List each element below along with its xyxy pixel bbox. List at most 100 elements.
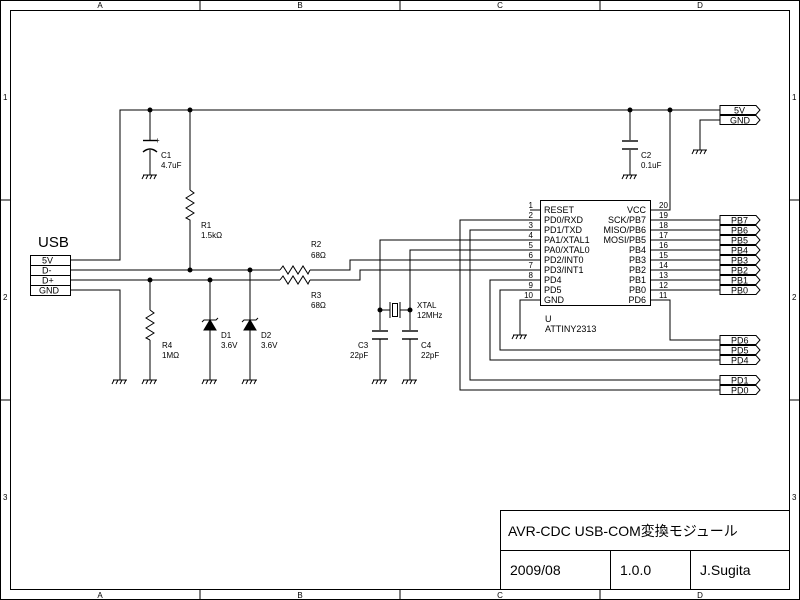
r1-ref: R1 (201, 221, 212, 230)
pin-number: 19 (659, 211, 668, 220)
ground-icon (511, 334, 527, 340)
pd-port-labels: PD6 PD5 PD4 PD1 PD0 (719, 335, 761, 396)
ground-icon (621, 174, 637, 180)
title-block-date: 2009/08 (510, 562, 561, 578)
svg-text:PB2: PB2 (731, 266, 748, 276)
port-5v: 5V (719, 105, 761, 116)
pin-number: 20 (659, 201, 668, 210)
ground-icon (371, 379, 387, 385)
svg-text:PB5: PB5 (731, 236, 748, 246)
ic-ref: U (545, 314, 552, 324)
pin-number: 14 (659, 261, 668, 270)
row-label-2-right: 2 (792, 293, 797, 302)
row-label-1-right: 1 (792, 93, 797, 102)
pin-number: 7 (529, 261, 534, 270)
column-label-d: D (697, 1, 703, 10)
pin-number: 16 (659, 241, 668, 250)
port-pb7: PB7 (719, 215, 761, 226)
title-block: AVR-CDC USB-COM変換モジュール 2009/08 1.0.0 J.S… (500, 510, 790, 590)
usb-title: USB (38, 234, 69, 251)
pin-number: 17 (659, 231, 668, 240)
d1-value: 3.6V (221, 341, 238, 350)
ic-left-pin-names: RESET PD0/RXD PD1/TXD PA1/XTAL1 PA0/XTAL… (544, 205, 590, 305)
svg-text:PB4: PB4 (731, 246, 748, 256)
title-block-author: J.Sugita (700, 562, 751, 578)
port-pb1: PB1 (719, 275, 761, 286)
pin-name: VCC (627, 205, 647, 215)
ground-icon (141, 379, 157, 385)
ic-part: ATTINY2313 (545, 324, 596, 334)
pin-name: MISO/PB6 (603, 225, 646, 235)
c3-ref: C3 (358, 341, 369, 350)
r3-ref: R3 (311, 291, 322, 300)
pin-name: MOSI/PB5 (603, 235, 646, 245)
pin-name: SCK/PB7 (608, 215, 646, 225)
r1-value: 1.5kΩ (201, 231, 222, 240)
svg-text:PD5: PD5 (731, 346, 749, 356)
pin-number: 12 (659, 281, 668, 290)
usb-pin-d-plus: D+ (42, 276, 54, 286)
svg-text:PD1: PD1 (731, 376, 749, 386)
column-label-a-bottom: A (97, 591, 103, 600)
capacitor-c2: C2 0.1uF (622, 140, 662, 170)
usb-pin-d-minus: D- (42, 266, 52, 276)
pin-name: PB0 (629, 285, 646, 295)
pin-number: 11 (659, 291, 668, 300)
r4-value: 1MΩ (162, 351, 179, 360)
pin-name: PD6 (628, 295, 646, 305)
resistor-r1: R1 1.5kΩ (184, 189, 222, 240)
port-pb3: PB3 (719, 255, 761, 266)
svg-text:PB0: PB0 (731, 286, 748, 296)
pin-name: PB1 (629, 275, 646, 285)
pin-number: 9 (529, 281, 534, 290)
svg-text:5V: 5V (734, 106, 745, 116)
pin-name: PA0/XTAL0 (544, 245, 590, 255)
row-label-3: 3 (3, 493, 8, 502)
port-pb0: PB0 (719, 285, 761, 296)
port-pb5: PB5 (719, 235, 761, 246)
wires (70, 109, 720, 391)
row-label-2: 2 (3, 293, 8, 302)
title-block-title: AVR-CDC USB-COM変換モジュール (508, 523, 738, 539)
pin-name: GND (544, 295, 565, 305)
svg-text:PB7: PB7 (731, 216, 748, 226)
pin-number: 1 (529, 201, 534, 210)
pin-name: PD0/RXD (544, 215, 584, 225)
ground-icon (111, 379, 127, 385)
port-pb4: PB4 (719, 245, 761, 256)
pin-number: 8 (529, 271, 534, 280)
xtal-ref: XTAL (417, 301, 437, 310)
resistor-r4: R4 1MΩ (144, 309, 179, 360)
column-label-a: A (97, 1, 103, 10)
c1-value: 4.7uF (161, 161, 182, 170)
column-label-b-bottom: B (297, 591, 302, 600)
pin-number: 5 (529, 241, 534, 250)
pin-name: PB2 (629, 265, 646, 275)
svg-text:PB6: PB6 (731, 226, 748, 236)
svg-text:PD0: PD0 (731, 386, 749, 396)
ground-icon (401, 379, 417, 385)
port-pd4: PD4 (719, 355, 761, 366)
ground-icon (691, 149, 707, 155)
junctions (147, 107, 673, 313)
title-block-version: 1.0.0 (620, 562, 651, 578)
resistor-r2: R2 68Ω (279, 240, 326, 276)
c1-ref: C1 (161, 151, 172, 160)
usb-pin-5v: 5V (42, 256, 53, 266)
pin-name: PB3 (629, 255, 646, 265)
pin-number: 3 (529, 221, 534, 230)
ground-symbols (111, 149, 707, 385)
zener-diode-d1: D1 3.6V (201, 317, 238, 350)
c2-value: 0.1uF (641, 161, 662, 170)
column-label-c: C (497, 1, 503, 10)
r2-value: 68Ω (311, 251, 326, 260)
svg-text:+: + (155, 136, 160, 145)
d2-ref: D2 (261, 331, 272, 340)
d1-ref: D1 (221, 331, 232, 340)
c4-ref: C4 (421, 341, 432, 350)
ground-icon (141, 174, 157, 180)
usb-connector: USB 5V D- D+ GND (30, 234, 71, 296)
c4-value: 22pF (421, 351, 439, 360)
ic-attiny2313: 1 2 3 4 5 6 7 8 9 10 RESET PD0/RXD PD1/T… (524, 200, 668, 334)
